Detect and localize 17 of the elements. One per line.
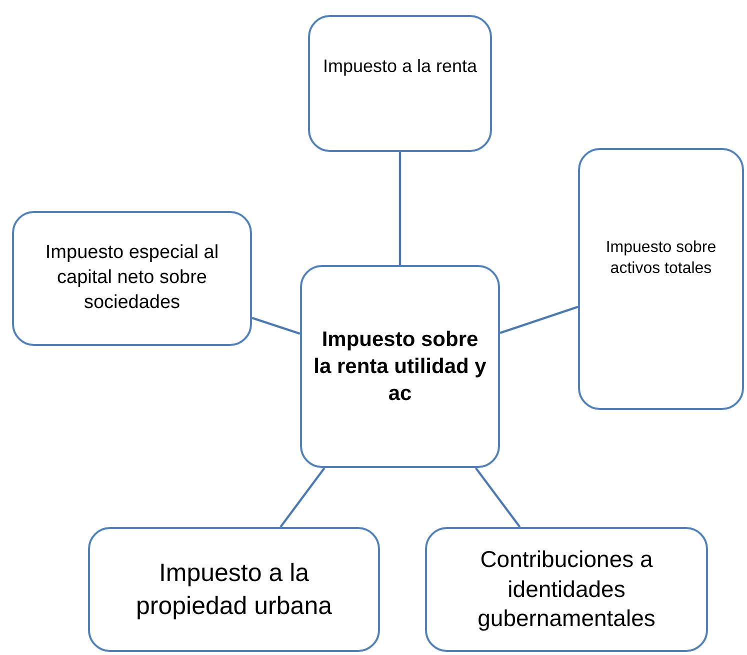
node-text: Impuesto sobre la renta utilidad y ac xyxy=(312,326,488,408)
connector-line xyxy=(474,467,521,528)
connector-line xyxy=(252,316,300,335)
rounded-box xyxy=(425,527,708,652)
rounded-box xyxy=(88,527,380,652)
rounded-box xyxy=(308,15,492,152)
node-text: Impuesto especial al capital neto sobre sociedades xyxy=(44,241,220,315)
connector-line xyxy=(398,152,402,265)
node-text: Impuesto sobre activos totales xyxy=(604,238,718,279)
rounded-box xyxy=(300,265,500,468)
connector-line xyxy=(500,306,578,334)
connector-line xyxy=(280,467,326,528)
node-text: Impuesto a la renta xyxy=(322,55,478,78)
node-text: Impuesto a la propiedad urbana xyxy=(135,558,333,622)
rounded-box xyxy=(578,148,744,410)
node-text: Contribuciones a identidades gubernamentales xyxy=(476,544,656,634)
rounded-box xyxy=(12,211,252,346)
